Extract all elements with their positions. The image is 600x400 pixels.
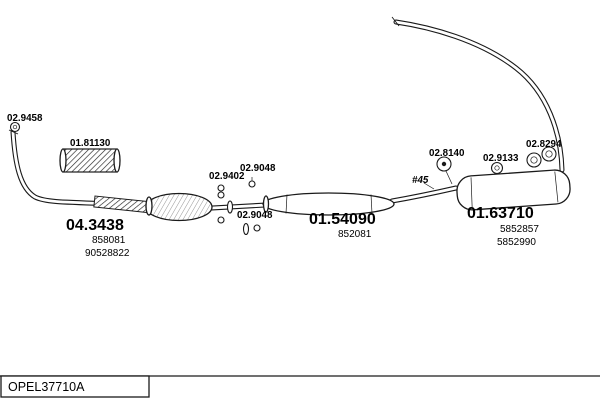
footer-titleblock: OPEL37710A xyxy=(0,375,600,398)
footer-code: OPEL37710A xyxy=(8,380,85,394)
label-cat-sub2: 90528822 xyxy=(85,248,130,259)
gasket-ring-icon xyxy=(226,200,234,214)
label-rear-muffler-sub2: 5852990 xyxy=(497,237,536,248)
front-pipe xyxy=(8,129,150,205)
label-clamp-8140: 02.8140 xyxy=(429,148,465,159)
label-rear-muffler-sub1: 5852857 xyxy=(500,224,539,235)
label-rear-muffler: 01.63710 xyxy=(467,205,534,222)
label-center-muffler-sub: 852081 xyxy=(338,229,372,240)
clamp-bolt-icon xyxy=(253,224,261,232)
gasket-ring-icon xyxy=(242,222,250,236)
front-pipe-tip xyxy=(8,129,19,135)
clamp-bolt-icon xyxy=(217,184,225,192)
hanger-rings-icon xyxy=(526,146,557,168)
over-axle-tailpipe xyxy=(391,16,562,170)
label-clamp-9048-top: 02.9048 xyxy=(240,163,276,174)
catalytic-converter xyxy=(145,191,234,224)
rear-muffler xyxy=(456,169,571,211)
label-center-muffler: 01.54090 xyxy=(309,211,376,228)
bolt-icon xyxy=(217,191,225,199)
ring-9133-icon xyxy=(490,161,504,175)
mid-clamp-icons xyxy=(217,177,261,236)
label-cat-sub1: 858081 xyxy=(92,235,126,246)
bolt-icon xyxy=(217,216,225,224)
flex-pipe-section xyxy=(59,148,121,173)
label-clamp-9402: 02.9402 xyxy=(209,171,245,182)
label-flex-pipe: 01.81130 xyxy=(70,138,111,149)
angle-leader-line xyxy=(423,182,435,190)
label-hanger-8294: 02.8294 xyxy=(526,139,562,150)
front-clamp-icon xyxy=(9,121,21,133)
clamp-bolt-icon xyxy=(248,180,256,188)
label-clamp-9048-bottom: 02.9048 xyxy=(237,210,273,221)
center-muffler xyxy=(262,192,395,216)
clamp-8140-icon xyxy=(436,156,453,185)
tailpipe-tip xyxy=(391,16,400,27)
label-catalytic-converter: 04.3438 xyxy=(66,217,124,234)
label-clamp-9133: 02.9133 xyxy=(483,153,519,164)
label-front-clamp: 02.9458 xyxy=(7,113,43,124)
label-angle-note: #45 xyxy=(412,175,429,186)
shielded-pipe-segment xyxy=(93,195,152,214)
